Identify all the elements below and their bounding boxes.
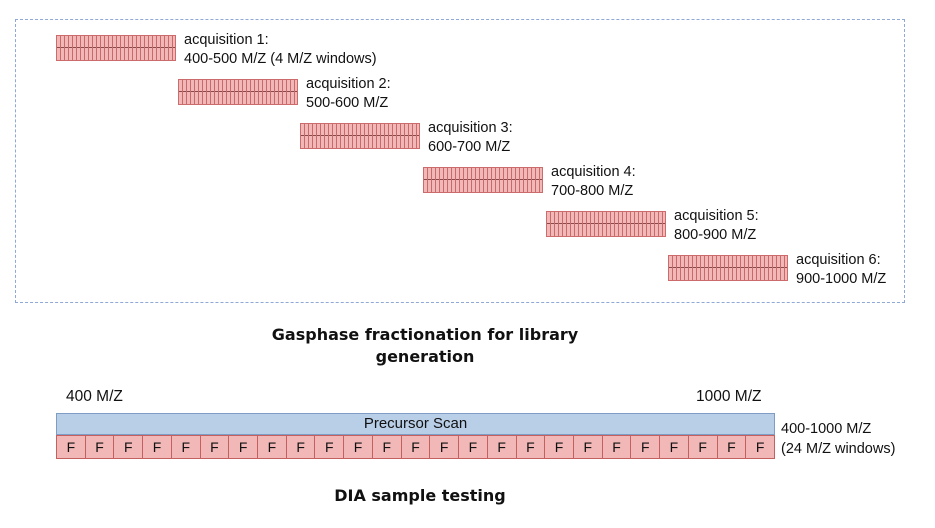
gas-phase-caption-line2: generation	[375, 347, 475, 366]
axis-start-label: 400 M/Z	[66, 388, 123, 405]
acquisition-windows-strip	[546, 211, 666, 237]
acquisition-label: acquisition 4: 700-800 M/Z	[551, 163, 636, 201]
acquisition-windows-strip	[668, 255, 788, 281]
fragment-window-cell: F	[229, 436, 259, 458]
acquisition-name: acquisition 4:	[551, 164, 636, 180]
acquisition-range: 400-500 M/Z (4 M/Z windows)	[184, 51, 377, 67]
fragment-window-cell: F	[57, 436, 86, 458]
acquisition-range: 700-800 M/Z	[551, 183, 634, 199]
gas-phase-caption-line1: Gasphase fractionation for library	[271, 325, 579, 344]
fragment-window-cell: F	[574, 436, 603, 458]
acquisition-range: 800-900 M/Z	[674, 227, 757, 243]
gas-phase-caption: Gasphase fractionation for library gener…	[240, 324, 610, 368]
axis-end-label: 1000 M/Z	[696, 388, 762, 405]
dia-window-label: (24 M/Z windows)	[781, 441, 896, 457]
fragment-window-cell: F	[315, 436, 345, 458]
dia-range-label: 400-1000 M/Z	[781, 421, 872, 437]
fragment-window-cell: F	[689, 436, 718, 458]
fragment-window-cell: F	[755, 439, 765, 455]
fragment-window-cell: F	[258, 436, 287, 458]
fragment-window-cell: F	[201, 436, 230, 458]
acquisition-name: acquisition 5:	[674, 208, 759, 224]
fragment-window-cell: F	[718, 436, 747, 458]
fragment-window-cell: F	[517, 436, 546, 458]
fragment-window-cell: F	[488, 436, 517, 458]
dia-caption: DIA sample testing	[334, 486, 506, 505]
fragment-window-cell: F	[114, 436, 144, 458]
fragment-window-cell: F	[143, 436, 172, 458]
acquisition-name: acquisition 2:	[306, 76, 391, 92]
acquisition-label: acquisition 3: 600-700 M/Z	[428, 119, 513, 157]
acquisition-label: acquisition 6: 900-1000 M/Z	[796, 251, 886, 289]
acquisition-windows-strip	[56, 35, 176, 61]
fragment-window-cell: F	[631, 436, 661, 458]
fragment-window-cell: F	[402, 436, 431, 458]
acquisition-range: 600-700 M/Z	[428, 139, 511, 155]
acquisition-name: acquisition 6:	[796, 252, 881, 268]
fragment-window-cell: F	[660, 436, 689, 458]
gas-phase-frame	[15, 19, 905, 303]
acquisition-range: 900-1000 M/Z	[796, 271, 887, 287]
fragment-window-cell: F	[459, 436, 488, 458]
acquisition-windows-strip	[423, 167, 543, 193]
fragment-window-cell: F	[545, 436, 574, 458]
acquisition-label: acquisition 1: 400-500 M/Z (4 M/Z windows…	[184, 31, 377, 69]
acquisition-name: acquisition 1:	[184, 32, 269, 48]
fragment-window-cell: F	[344, 436, 373, 458]
acquisition-label: acquisition 2: 500-600 M/Z	[306, 75, 391, 113]
acquisition-range: 500-600 M/Z	[306, 95, 389, 111]
acquisition-windows-strip	[300, 123, 420, 149]
precursor-scan-bar: Precursor Scan	[56, 413, 775, 435]
fragment-window-cell: F	[172, 436, 201, 458]
fragment-window-cell: F	[373, 436, 402, 458]
acquisition-label: acquisition 5: 800-900 M/Z	[674, 207, 759, 245]
fragment-window-cell: F	[86, 436, 115, 458]
fragment-window-cell: F	[430, 436, 460, 458]
acquisition-name: acquisition 3:	[428, 120, 513, 136]
fragment-window-cell: F	[603, 436, 632, 458]
fragment-window-cell: F	[287, 436, 316, 458]
acquisition-windows-strip	[178, 79, 298, 105]
